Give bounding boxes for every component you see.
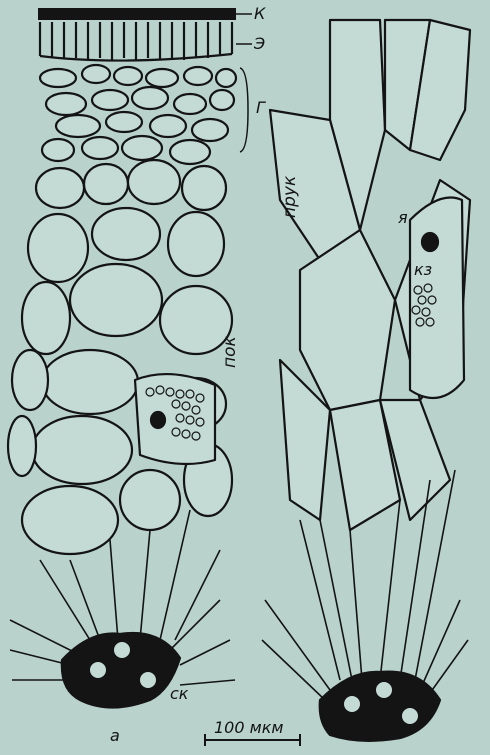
label-b: б bbox=[370, 728, 380, 744]
cuticle bbox=[38, 8, 236, 20]
label-pok: пок bbox=[222, 336, 238, 368]
label-pruk: прук bbox=[282, 176, 298, 218]
scale-label: 100 мкм bbox=[214, 720, 283, 736]
hypodermis-cells bbox=[40, 65, 236, 164]
epidermis-cells bbox=[40, 22, 232, 61]
label-a: а bbox=[110, 728, 120, 744]
label-k: К bbox=[254, 6, 265, 22]
cortex-cells bbox=[8, 160, 232, 554]
g-bracket bbox=[240, 68, 248, 152]
strand-a bbox=[62, 633, 180, 708]
crystal-cell-b bbox=[410, 198, 464, 399]
label-kz: кз bbox=[414, 262, 432, 278]
crystal-cell-a bbox=[135, 374, 215, 464]
label-sk: ск bbox=[170, 686, 188, 702]
label-g: Г bbox=[256, 100, 265, 116]
label-e: Э bbox=[254, 36, 265, 52]
label-ya: я bbox=[398, 210, 408, 226]
